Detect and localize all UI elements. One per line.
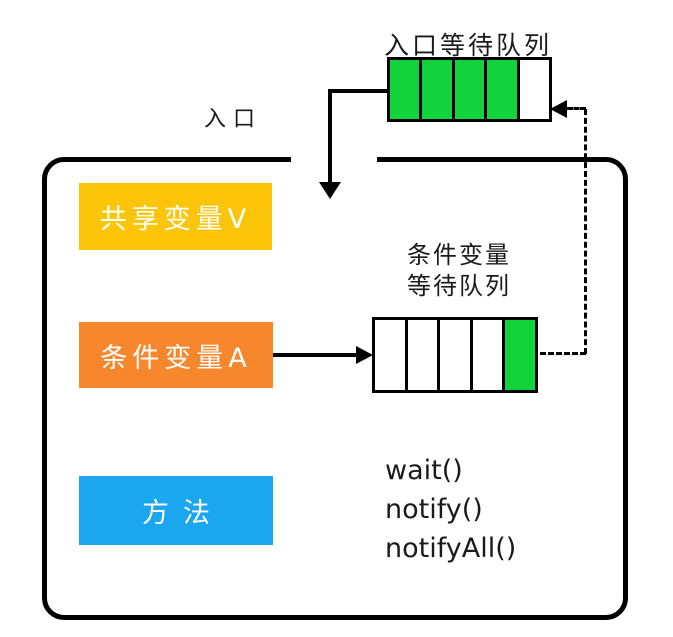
- feedback-arrow-left-icon: [550, 100, 567, 118]
- queue-cell-empty: [440, 320, 473, 390]
- queue-cell-filled: [487, 60, 520, 119]
- entry-arrow-vertical-line: [328, 89, 332, 183]
- condition-queue-title: 条件变量 等待队列: [381, 240, 537, 302]
- feedback-dashed-top-line: [567, 107, 586, 110]
- method-call-notify: notify(): [385, 494, 483, 525]
- entrance-wait-queue: [387, 57, 552, 122]
- entrance-label: 入口: [204, 107, 263, 132]
- entry-arrow-down-icon: [319, 182, 341, 199]
- queue-cell-empty: [375, 320, 408, 390]
- queue-cell-filled: [505, 320, 535, 390]
- entry-arrow-horizontal-line: [328, 89, 387, 93]
- feedback-dashed-bottom-line: [540, 352, 586, 355]
- condition-arrow-line: [273, 353, 359, 357]
- method-call-notifyall: notifyAll(): [385, 533, 517, 564]
- queue-cell-empty: [519, 60, 550, 119]
- condition-wait-queue: [372, 317, 538, 393]
- methods-box: 方法: [79, 476, 273, 545]
- monitor-top-border-gap: [291, 153, 377, 167]
- method-call-list: wait() notify() notifyAll(): [385, 451, 516, 568]
- queue-cell-empty: [407, 320, 441, 390]
- entrance-queue-title: 入口等待队列: [383, 31, 552, 60]
- method-call-wait: wait(): [385, 455, 463, 486]
- queue-cell-filled: [422, 60, 455, 119]
- condition-arrow-right-icon: [356, 346, 373, 364]
- condition-variable-box: 条件变量A: [79, 322, 273, 388]
- condition-queue-title-line1: 条件变量: [407, 241, 511, 269]
- queue-cell-filled: [390, 60, 423, 119]
- queue-cell-empty: [472, 320, 506, 390]
- queue-cell-filled: [454, 60, 488, 119]
- feedback-dashed-vertical-line: [584, 109, 587, 354]
- condition-queue-title-line2: 等待队列: [407, 272, 511, 300]
- shared-variable-box: 共享变量V: [79, 183, 272, 250]
